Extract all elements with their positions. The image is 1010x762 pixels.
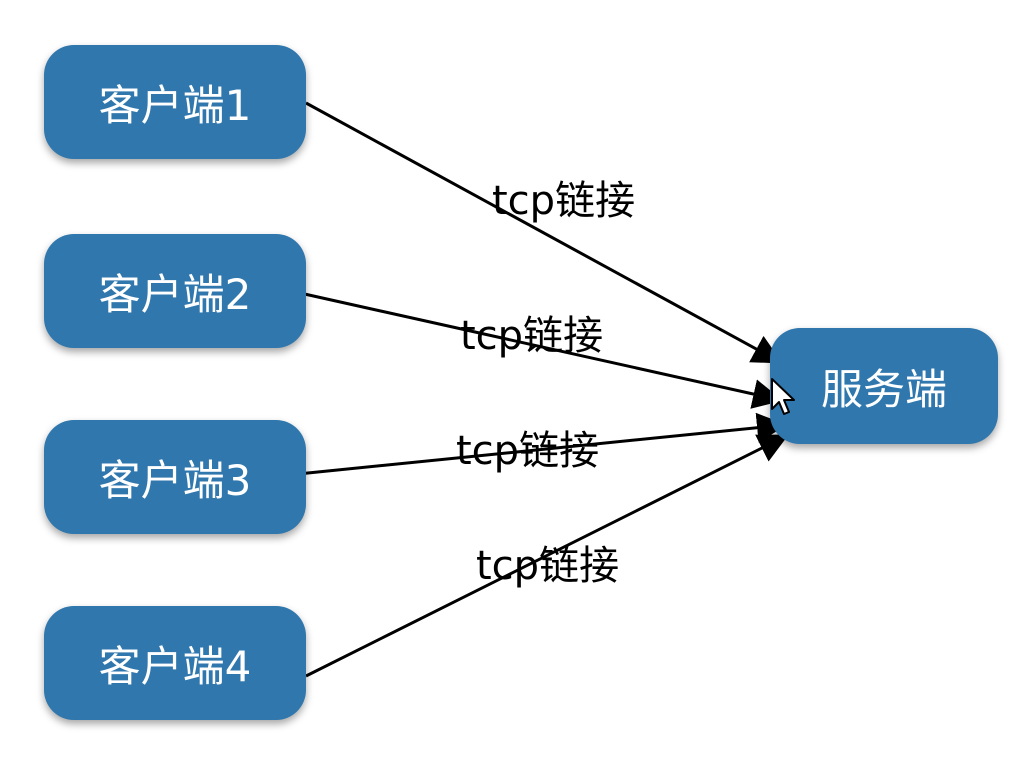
server-node-label: 服务端 <box>820 364 947 414</box>
client-node-2-label: 客户端2 <box>98 269 252 319</box>
edge-label-3: tcp链接 <box>456 428 600 474</box>
client-node-1: 客户端1 <box>44 45 306 159</box>
server-node: 服务端 <box>770 328 998 444</box>
client-node-1-label: 客户端1 <box>98 80 252 130</box>
client-node-3-label: 客户端3 <box>98 455 252 505</box>
edge-client1-server <box>305 101 783 364</box>
client-node-4: 客户端4 <box>44 606 306 720</box>
client-node-3: 客户端3 <box>44 420 306 534</box>
client-node-2: 客户端2 <box>44 234 306 348</box>
edge-client3-server <box>297 412 787 476</box>
client-node-4-label: 客户端4 <box>98 641 252 691</box>
edge-client4-server <box>305 434 789 678</box>
edge-label-4: tcp链接 <box>476 543 620 589</box>
edge-label-1: tcp链接 <box>492 178 636 224</box>
edge-label-2: tcp链接 <box>460 313 604 359</box>
edge-client2-server <box>299 291 783 409</box>
mouse-pointer-icon <box>771 378 795 415</box>
